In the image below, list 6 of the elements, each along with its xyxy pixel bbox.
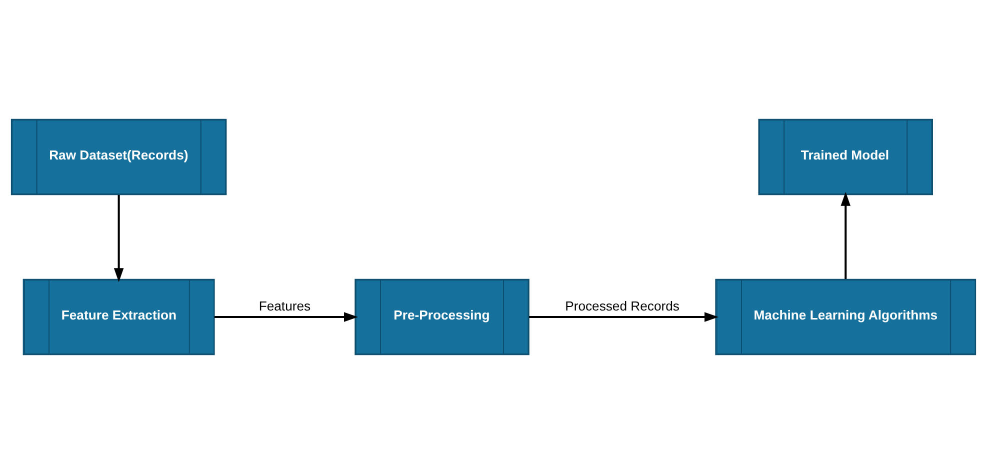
arrow [529, 312, 718, 322]
arrow [840, 192, 851, 279]
arrow [214, 312, 358, 322]
edge-label: Processed Records [565, 298, 680, 314]
arrow [114, 194, 124, 282]
edge-label: Features [258, 298, 311, 314]
